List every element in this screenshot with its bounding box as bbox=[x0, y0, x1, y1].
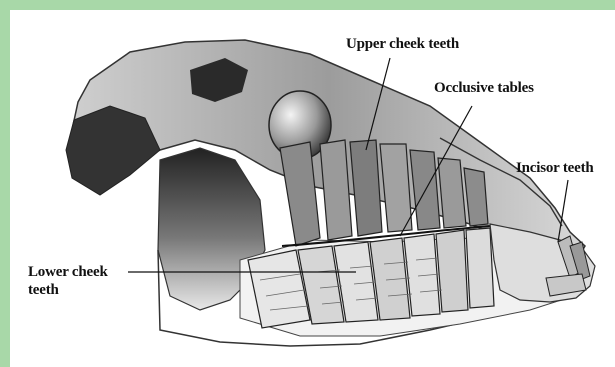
diagram-panel: Upper cheek teeth Occlusive tables Incis… bbox=[10, 10, 615, 367]
horse-skull-illustration bbox=[10, 10, 615, 367]
label-incisor-teeth: Incisor teeth bbox=[516, 160, 594, 177]
occipital-shadow bbox=[66, 106, 160, 195]
label-lower-cheek-teeth-line2: teeth bbox=[28, 282, 59, 299]
label-occlusive-tables: Occlusive tables bbox=[434, 80, 534, 97]
label-lower-cheek-teeth-line1: Lower cheek bbox=[28, 264, 108, 281]
label-upper-cheek-teeth: Upper cheek teeth bbox=[346, 36, 459, 53]
